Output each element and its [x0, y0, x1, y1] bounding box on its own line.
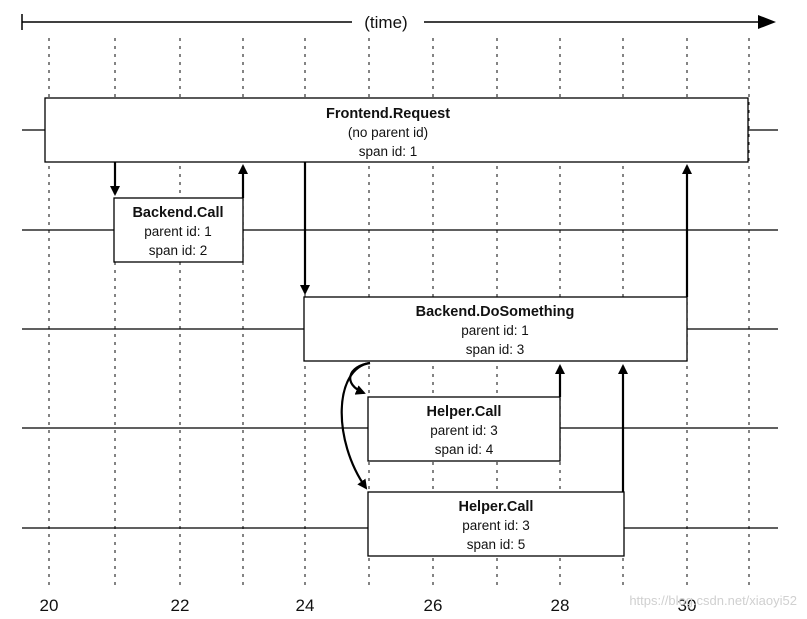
- arrow-call-helper-5: [340, 361, 371, 490]
- tick-label: 20: [40, 596, 59, 615]
- span-backend-dosomething: Backend.DoSomething parent id: 1 span id…: [303, 296, 688, 362]
- watermark-url: https://blog.csdn.net/xiaoyi52: [629, 593, 797, 608]
- span-parent-id: parent id: 1: [144, 224, 212, 239]
- span-parent-id: (no parent id): [348, 125, 428, 140]
- tick-label: 24: [296, 596, 315, 615]
- time-arrow: (time): [21, 13, 776, 32]
- span-id: span id: 1: [359, 144, 418, 159]
- span-id: span id: 3: [466, 342, 525, 357]
- span-helper-call-5: Helper.Call parent id: 3 span id: 5: [367, 491, 625, 557]
- time-axis-ticks: 20 22 24 26 28 30: [40, 596, 697, 615]
- span-parent-id: parent id: 3: [462, 518, 530, 533]
- span-helper-call-4: Helper.Call parent id: 3 span id: 4: [367, 396, 561, 462]
- tick-label: 26: [424, 596, 443, 615]
- tick-label: 30: [678, 596, 697, 615]
- span-parent-id: parent id: 3: [430, 423, 498, 438]
- span-title: Helper.Call: [427, 404, 502, 420]
- span-parent-id: parent id: 1: [461, 323, 529, 338]
- span-title: Backend.Call: [132, 205, 223, 221]
- tick-label: 22: [171, 596, 190, 615]
- span-title: Frontend.Request: [326, 106, 450, 122]
- span-title: Helper.Call: [459, 499, 534, 515]
- time-label: (time): [364, 13, 407, 32]
- span-title: Backend.DoSomething: [416, 304, 575, 320]
- span-id: span id: 5: [467, 537, 526, 552]
- span-frontend-request: Frontend.Request (no parent id) span id:…: [44, 97, 749, 163]
- call-arrows: [110, 162, 692, 492]
- span-id: span id: 2: [149, 243, 208, 258]
- tick-label: 28: [551, 596, 570, 615]
- span-backend-call: Backend.Call parent id: 1 span id: 2: [113, 197, 244, 263]
- span-id: span id: 4: [435, 442, 494, 457]
